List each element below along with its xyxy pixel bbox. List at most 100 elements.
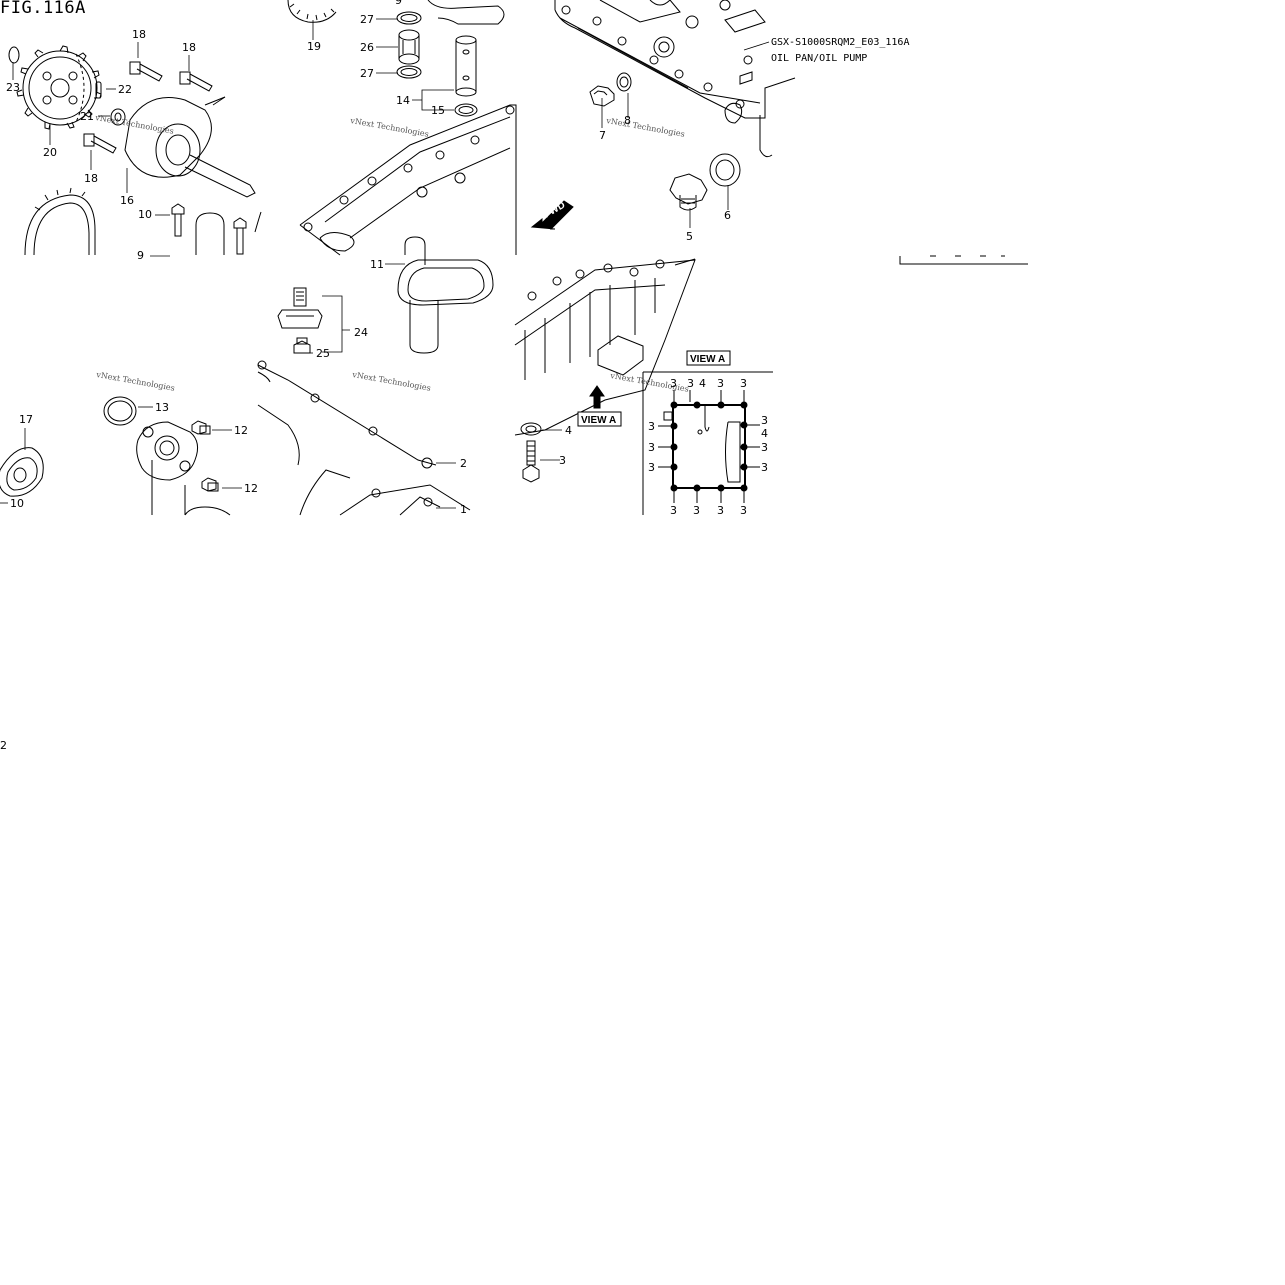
callout-1: 1 bbox=[460, 503, 467, 516]
gasket-6-illustration bbox=[709, 153, 741, 187]
plug-7-illustration bbox=[589, 85, 615, 107]
callout-9: 9 bbox=[395, 0, 402, 7]
callout-11: 11 bbox=[370, 258, 384, 271]
washer-21-illustration bbox=[110, 108, 126, 126]
washer-4-illustration bbox=[520, 422, 542, 436]
view-a-callout: 3 bbox=[717, 377, 724, 390]
bolt-12-illustrations bbox=[191, 420, 219, 492]
watermark-text: vNext Technologies bbox=[605, 116, 686, 139]
watermark-text: vNext Technologies bbox=[609, 371, 690, 394]
view-a-callout: 3 bbox=[761, 441, 768, 454]
watermark-text: vNext Technologies bbox=[349, 116, 430, 139]
cover-plate-illustration bbox=[136, 421, 231, 516]
sump-plate-11-illustration bbox=[299, 104, 517, 256]
oil-pan-illustration bbox=[514, 258, 696, 436]
watermark-text: vNext Technologies bbox=[351, 370, 432, 393]
oil-pump-16-illustration bbox=[124, 96, 256, 198]
view-a-callout: 3 bbox=[648, 441, 655, 454]
view-a-label-box bbox=[577, 411, 622, 427]
gear-19-illustration bbox=[287, 0, 337, 23]
callout-15: 15 bbox=[431, 104, 445, 117]
callout-13: 13 bbox=[155, 401, 169, 414]
view-a-callouts: 3 3 4 3 3 3 3 3 3 4 3 3 3 3 3 3 bbox=[648, 377, 768, 517]
view-a-inset-title: VIEW A bbox=[690, 354, 725, 365]
ring-23-illustration bbox=[8, 46, 20, 64]
oil-strainer-11-illustration bbox=[397, 236, 494, 354]
view-a-callout: 3 bbox=[670, 504, 677, 517]
model-code: GSX-S1000SRQM2_E03_116A bbox=[771, 37, 910, 48]
oil-pan-1-illustration bbox=[339, 484, 471, 516]
callout-16: 16 bbox=[120, 194, 134, 207]
bolt-3-illustration bbox=[522, 440, 540, 483]
view-a-callout: 3 bbox=[740, 504, 747, 517]
view-a-callout: 3 bbox=[693, 504, 700, 517]
view-a-callout: 3 bbox=[740, 377, 747, 390]
callout-7: 7 bbox=[599, 129, 606, 142]
view-a-callout: 3 bbox=[648, 420, 655, 433]
callout-24: 24 bbox=[354, 326, 368, 339]
o-ring-13-illustration bbox=[103, 396, 137, 426]
leader-lines bbox=[0, 18, 770, 509]
callout-19: 19 bbox=[307, 40, 321, 53]
relief-valve-14-illustration bbox=[455, 35, 477, 97]
view-a-callout: 4 bbox=[699, 377, 706, 390]
callout-27: 27 bbox=[360, 13, 374, 26]
oil-pan-gasket-2-illustration bbox=[257, 360, 441, 516]
section-name: OIL PAN/OIL PUMP bbox=[771, 53, 868, 64]
callout-21: 21 bbox=[80, 110, 94, 123]
callout-4: 4 bbox=[565, 424, 572, 437]
pin-22-illustration bbox=[95, 81, 102, 99]
view-a-callout: 3 bbox=[761, 414, 768, 427]
callout-18: 18 bbox=[182, 41, 196, 54]
view-a-callout: 3 bbox=[761, 461, 768, 474]
bolt-10-illustration bbox=[171, 203, 247, 255]
callout-18: 18 bbox=[132, 28, 146, 41]
callout-12: 12 bbox=[234, 424, 248, 437]
fwd-arrow bbox=[530, 200, 574, 230]
spacer-26-illustration bbox=[398, 29, 420, 65]
bracket-9-illustration bbox=[427, 0, 505, 25]
large-gear-edge-illustration bbox=[24, 187, 96, 256]
callout-6: 6 bbox=[724, 209, 731, 222]
crankcase-illustration bbox=[554, 0, 796, 158]
pressure-switch-24-illustration bbox=[277, 287, 323, 329]
view-a-callout: 3 bbox=[648, 461, 655, 474]
view-a-label: VIEW A bbox=[581, 415, 616, 426]
watermark-text: vNext Technologies bbox=[94, 113, 175, 136]
view-a-callout: 4 bbox=[761, 427, 768, 440]
title-frame-fragment bbox=[899, 255, 1028, 265]
view-a-inset-title-box bbox=[686, 350, 731, 366]
callout-27: 27 bbox=[360, 67, 374, 80]
part-callouts: 23 20 18 18 18 22 21 16 10 9 19 9 27 26 … bbox=[0, 0, 731, 752]
callout-26: 26 bbox=[360, 41, 374, 54]
callout-10: 10 bbox=[10, 497, 24, 510]
callout-17: 17 bbox=[19, 413, 33, 426]
o-rings-27-illustration bbox=[396, 11, 422, 79]
callout-18: 18 bbox=[84, 172, 98, 185]
drain-plug-5-illustration bbox=[669, 173, 708, 211]
stray-mark: 2 bbox=[0, 739, 7, 752]
figure-title: FIG.116A bbox=[0, 0, 86, 18]
o-ring-15-illustration bbox=[454, 103, 478, 117]
callout-23: 23 bbox=[6, 81, 20, 94]
callout-2: 2 bbox=[460, 457, 467, 470]
callout-25: 25 bbox=[316, 347, 330, 360]
callout-8: 8 bbox=[624, 114, 631, 127]
callout-22: 22 bbox=[118, 83, 132, 96]
pump-housing-lower-illustration bbox=[195, 211, 262, 255]
watermarks: vNext Technologies vNext Technologies vN… bbox=[94, 113, 690, 394]
view-a-callout: 3 bbox=[670, 377, 677, 390]
view-a-arrow bbox=[589, 385, 605, 409]
callout-10: 10 bbox=[138, 208, 152, 221]
screw-25-illustration bbox=[293, 337, 311, 354]
bolt-18-illustrations bbox=[83, 61, 213, 154]
view-a-inset bbox=[642, 371, 773, 515]
callout-20: 20 bbox=[43, 146, 57, 159]
callout-12: 12 bbox=[244, 482, 258, 495]
view-a-callout: 3 bbox=[687, 377, 694, 390]
callout-3: 3 bbox=[559, 454, 566, 467]
gasket-17-illustration bbox=[0, 447, 44, 497]
gasket-8-illustration bbox=[616, 72, 632, 92]
